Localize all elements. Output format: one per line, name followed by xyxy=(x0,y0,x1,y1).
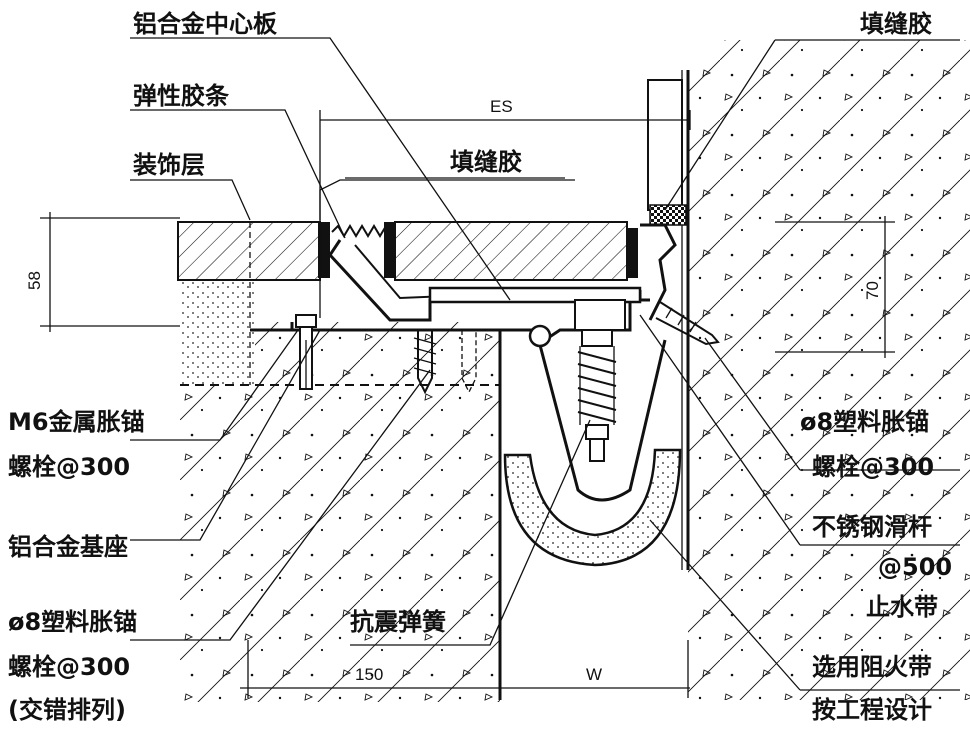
label-finish-layer: 装饰层 xyxy=(133,151,205,179)
label-elastic-strip: 弹性胶条 xyxy=(133,82,230,110)
label-m6-anchor-2: 螺栓@300 xyxy=(8,453,130,481)
label-waterstop: 止水带 xyxy=(866,593,938,621)
label-plastic-anchor-left-1: ø8塑料胀锚 xyxy=(8,608,137,636)
dim-70: 70 xyxy=(863,281,882,300)
plastic-anchor-left xyxy=(413,330,477,395)
label-plastic-anchor-left-2: 螺栓@300 xyxy=(8,653,130,681)
left-concrete-slab xyxy=(180,280,502,702)
dimension-lines xyxy=(40,110,895,698)
label-fire-belt-2: 按工程设计 xyxy=(812,696,932,724)
label-filler-right: 填缝胶 xyxy=(860,10,932,38)
spring xyxy=(577,329,617,462)
label-plastic-anchor-right-1: ø8塑料胀锚 xyxy=(800,408,929,436)
label-center-plate: 铝合金中心板 xyxy=(133,10,278,38)
label-spring: 抗震弹簧 xyxy=(350,608,446,636)
center-plate xyxy=(428,286,642,331)
dim-w: W xyxy=(586,665,602,684)
waterstop xyxy=(503,339,682,567)
sealant-blocks xyxy=(318,222,638,278)
label-base: 铝合金基座 xyxy=(8,533,128,561)
dim-150: 150 xyxy=(355,665,383,684)
plastic-anchor-right xyxy=(655,301,720,346)
m6-anchor xyxy=(295,314,317,390)
label-plastic-anchor-left-3: (交错排列) xyxy=(8,696,126,724)
label-fire-belt-1: 选用阻火带 xyxy=(812,653,932,681)
label-m6-anchor-1: M6金属胀锚 xyxy=(8,408,145,436)
label-filler-left: 填缝胶 xyxy=(450,148,522,176)
finish-layer xyxy=(177,221,628,385)
dim-58: 58 xyxy=(25,271,44,290)
right-concrete-wall xyxy=(647,40,970,700)
label-rod-2: @500 xyxy=(878,553,952,581)
label-rod-1: 不锈钢滑杆 xyxy=(812,513,932,541)
label-plastic-anchor-right-2: 螺栓@300 xyxy=(812,453,934,481)
dim-es: ES xyxy=(490,97,513,116)
leader-lines xyxy=(130,37,960,691)
